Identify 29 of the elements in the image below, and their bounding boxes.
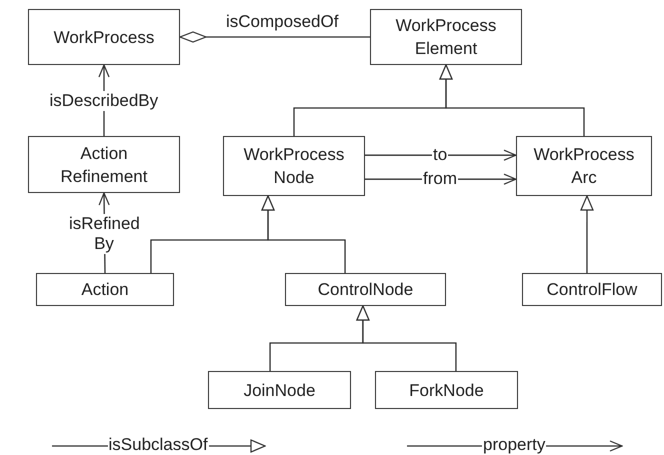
class-name: WorkProcess Node xyxy=(242,144,346,189)
class-name: WorkProcess xyxy=(54,26,154,48)
class-box xyxy=(375,371,518,409)
class-box xyxy=(516,136,652,196)
subclass-arrow xyxy=(261,195,346,273)
class-box xyxy=(28,136,180,193)
subclass-arrow xyxy=(439,64,585,136)
class-box xyxy=(370,9,522,65)
class-name: WorkProcess Arc xyxy=(532,144,636,189)
class-name: ForkNode xyxy=(409,380,484,402)
subclass-arrow xyxy=(580,195,594,273)
class-name: JoinNode xyxy=(244,380,316,402)
class-box xyxy=(208,371,351,409)
class-name: ControlNode xyxy=(318,279,414,301)
aggregation-connector xyxy=(179,31,370,43)
subclass-arrow xyxy=(356,305,457,371)
class-box xyxy=(522,273,662,306)
edge-label: isRefined By xyxy=(68,214,140,254)
arrow xyxy=(365,150,517,161)
edge-label: isComposedOf xyxy=(225,12,340,32)
class-name: Action Refinement xyxy=(60,142,148,188)
class-box xyxy=(36,273,174,306)
class-box xyxy=(223,136,365,196)
edge-label: isDescribedBy xyxy=(48,91,160,111)
class-box xyxy=(28,9,180,65)
class-box xyxy=(285,273,446,306)
class-name: Action xyxy=(81,279,129,301)
class-name: WorkProcess Element xyxy=(394,15,498,60)
class-name: ControlFlow xyxy=(546,279,638,301)
